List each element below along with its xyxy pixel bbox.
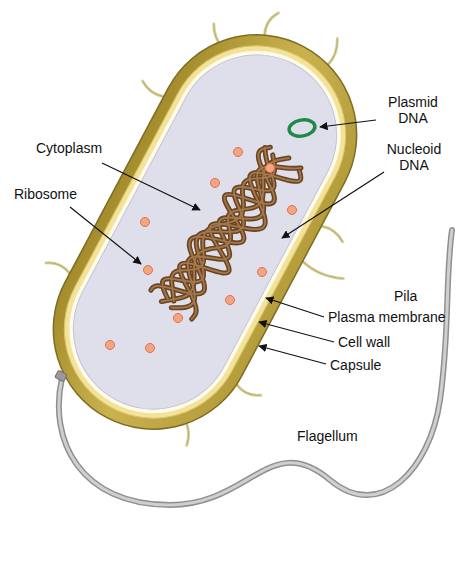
leader-lines	[70, 120, 384, 364]
part-label: Capsule	[330, 357, 381, 373]
label-text: Plasma membrane	[328, 309, 446, 325]
flagellum-hook	[55, 370, 68, 382]
cytoplasm-area	[45, 27, 365, 438]
label-text: Plasmid DNA	[388, 94, 438, 126]
cell-wall-layer	[33, 15, 377, 450]
cell-body	[0, 0, 442, 485]
dna-strand	[155, 148, 290, 308]
plasmid-ring	[288, 118, 316, 138]
dna-strand	[151, 143, 299, 316]
label-text: Pila	[394, 288, 417, 304]
part-label: Cytoplasm	[36, 140, 102, 156]
label-text: Cell wall	[338, 334, 390, 350]
label-text: Nucleoid DNA	[387, 141, 441, 173]
part-label: Plasmid DNA	[378, 94, 448, 126]
part-label: Ribosome	[14, 186, 77, 202]
dna-strand	[158, 149, 304, 319]
dna-strand	[155, 148, 290, 308]
dna-strand	[158, 149, 304, 319]
part-label: Nucleoid DNA	[376, 141, 452, 173]
plasma-membrane-layer	[40, 21, 370, 442]
nucleoid-dna	[149, 141, 307, 323]
dna-strand	[161, 150, 293, 312]
part-label: Flagellum	[297, 428, 358, 444]
part-label: Cell wall	[338, 334, 390, 350]
capsule-layer	[18, 0, 392, 464]
part-label: Pila	[394, 288, 417, 304]
nucleoid-strands	[149, 141, 307, 323]
label-text: Capsule	[330, 357, 381, 373]
pili	[1, 0, 441, 474]
label-text: Cytoplasm	[36, 140, 102, 156]
label-text: Ribosome	[14, 186, 77, 202]
dna-strand	[159, 148, 301, 317]
pili-edges	[1, 0, 441, 474]
dna-strand	[159, 148, 301, 317]
label-text: Flagellum	[297, 428, 358, 444]
part-label: Plasma membrane	[328, 309, 446, 325]
